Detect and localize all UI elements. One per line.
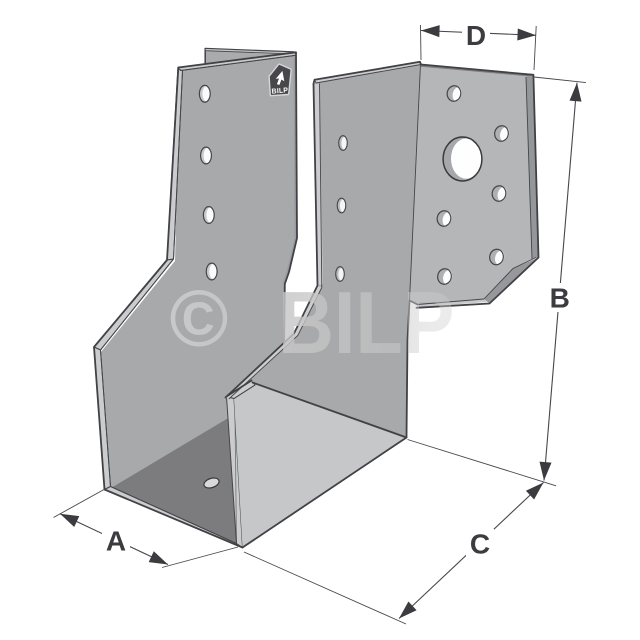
svg-text:C: C bbox=[470, 528, 490, 559]
svg-text:B: B bbox=[550, 283, 570, 314]
svg-text:BILP: BILP bbox=[271, 87, 288, 95]
svg-text:©: © bbox=[170, 274, 229, 363]
svg-text:D: D bbox=[466, 20, 486, 51]
svg-text:BILP: BILP bbox=[278, 273, 454, 372]
svg-text:A: A bbox=[106, 526, 126, 557]
